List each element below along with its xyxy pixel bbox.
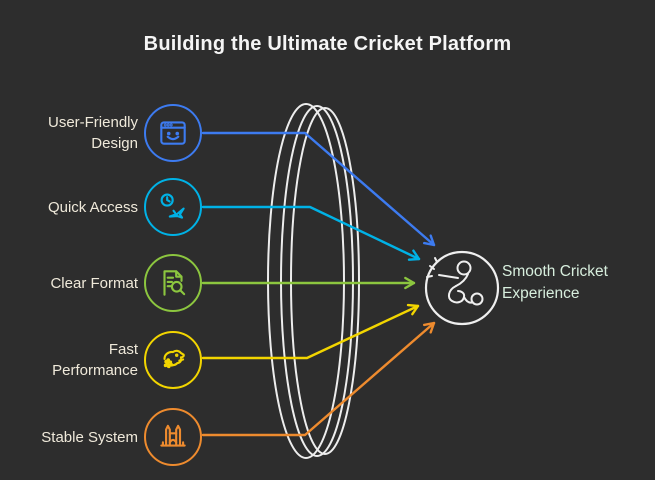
connector-quick-access	[201, 205, 421, 261]
connector-user-friendly-design	[201, 131, 436, 247]
clock-airplane-icon	[144, 178, 202, 236]
connector-stable-system	[201, 321, 436, 437]
feature-label: Quick Access	[47, 198, 138, 216]
cricket-batsman-icon	[426, 257, 484, 306]
feature-label: Clear Format	[50, 274, 138, 292]
connector-clear-format	[201, 276, 416, 290]
feature-label: User-Friendly Design	[47, 114, 138, 152]
document-search-icon	[144, 254, 202, 312]
feature-label: Fast Performance	[52, 341, 138, 379]
page-title: Building the Ultimate Cricket Platform	[143, 33, 512, 55]
connector-fast-performance	[201, 303, 420, 360]
lens-shape	[267, 103, 360, 459]
feature-label: Stable System	[41, 428, 138, 446]
cheetah-icon	[144, 331, 202, 389]
bridge-icon	[144, 408, 202, 466]
browser-smile-icon	[144, 104, 202, 162]
result-circle	[424, 250, 500, 326]
result-label: Smooth Cricket Experience	[502, 263, 608, 302]
